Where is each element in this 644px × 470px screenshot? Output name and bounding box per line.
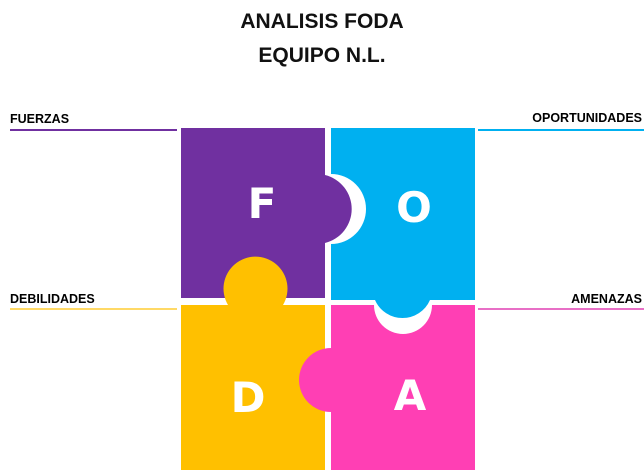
title-line-1: ANALISIS FODA [240,10,404,33]
label-fuerzas: FUERZAS [10,112,70,126]
puzzle-piece-d [181,256,325,470]
title-line-2: EQUIPO N.L. [258,44,386,67]
puzzle-piece-f [181,128,352,298]
label-debilidades: DEBILIDADES [10,292,95,306]
rule-oportunidades [478,129,644,131]
puzzle-piece-o [331,128,475,319]
letter-d: D [231,373,266,422]
letter-a: A [394,371,427,420]
label-oportunidades: OPORTUNIDADES [532,111,642,125]
rule-fuerzas [10,129,177,131]
letter-f: F [248,179,277,228]
puzzle-piece-a [299,305,475,470]
letter-o: O [396,183,432,232]
label-amenazas: AMENAZAS [571,292,642,306]
rule-amenazas [478,308,644,310]
rule-debilidades [10,308,177,310]
